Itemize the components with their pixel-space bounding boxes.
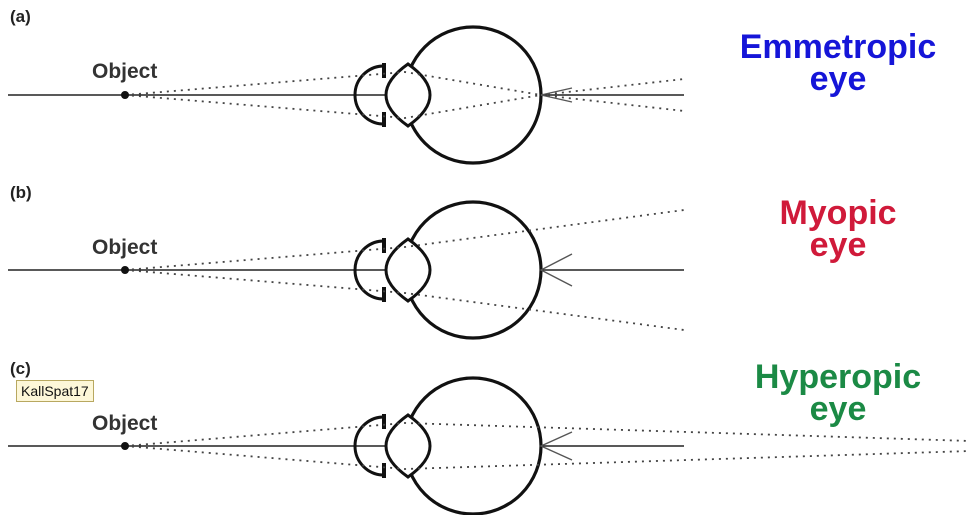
object-point-a xyxy=(121,91,129,99)
retina-image-c xyxy=(539,431,573,461)
retina-image-a xyxy=(540,87,573,103)
eye-title-b-line2: eye xyxy=(810,226,867,264)
cornea-c xyxy=(353,415,385,477)
ray-top-a xyxy=(124,71,542,96)
retina-image-b xyxy=(539,253,573,287)
eye-title-a-line2: eye xyxy=(810,60,867,98)
panel-label-c: (c) xyxy=(10,359,31,378)
eye-title-b-line1: Myopic xyxy=(779,194,896,232)
ray-bottom-a xyxy=(124,94,542,119)
ray-top-exit-a xyxy=(540,78,685,96)
object-label-a: Object xyxy=(92,60,157,83)
panel-label-a: (a) xyxy=(10,7,31,26)
cornea-b xyxy=(353,239,385,301)
lens-c xyxy=(384,413,432,479)
object-label-c: Object xyxy=(92,412,157,435)
ray-top-c xyxy=(124,422,971,447)
watermark-label: KallSpat17 xyxy=(16,380,94,402)
panel-emmetropic: (a) Object Emmetropic eye xyxy=(8,7,937,165)
ray-bottom-b xyxy=(124,269,685,331)
ray-top-b xyxy=(124,209,685,271)
lens-b xyxy=(384,237,432,303)
panel-hyperopic: (c) Object Hyperopic eye xyxy=(8,358,971,515)
ray-bottom-exit-a xyxy=(540,94,685,112)
object-label-b: Object xyxy=(92,236,157,259)
panel-label-b: (b) xyxy=(10,183,32,202)
eye-title-c-line1: Hyperopic xyxy=(755,358,921,396)
cornea-a xyxy=(353,64,385,126)
lens-a xyxy=(384,62,432,128)
object-point-c xyxy=(121,442,129,450)
eye-title-a-line1: Emmetropic xyxy=(740,28,937,66)
panel-myopic: (b) Object Myopic eye xyxy=(8,183,897,340)
ray-bottom-c xyxy=(124,445,971,470)
eye-title-c-line2: eye xyxy=(810,390,867,428)
object-point-b xyxy=(121,266,129,274)
